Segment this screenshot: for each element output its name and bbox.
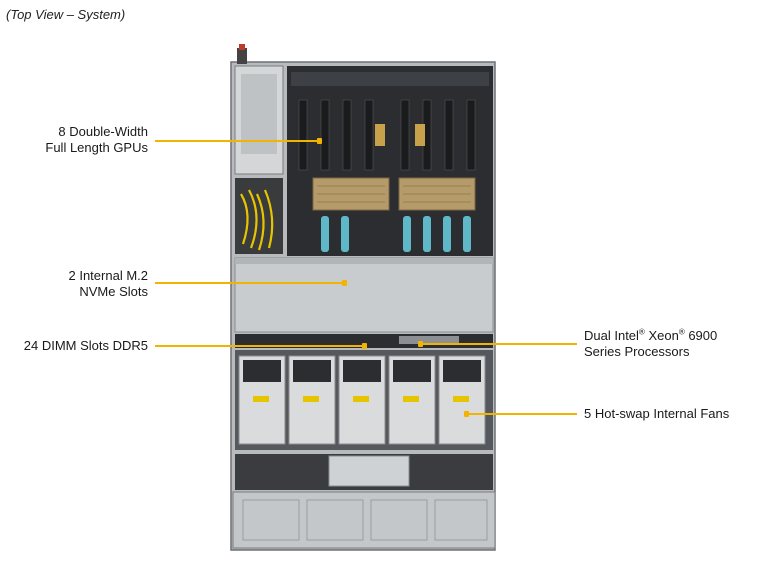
callout-m2-leader (155, 280, 347, 286)
callout-cpu-leader (418, 341, 577, 347)
registered-mark: ® (678, 327, 685, 337)
callout-m2-line1: 2 Internal M.2 (68, 268, 149, 283)
callout-fans-line1: 5 Hot-swap Internal Fans (584, 406, 730, 421)
callout-dimm-leader (155, 343, 367, 349)
callout-fans-leader (464, 411, 577, 417)
callout-fans-label: 5 Hot-swap Internal Fans (584, 406, 759, 422)
callout-m2-line2: NVMe Slots (79, 284, 148, 299)
callout-cpu-line1: Dual Intel® Xeon® 6900 (584, 328, 759, 344)
cpu-text-xeon: Xeon (644, 328, 679, 343)
server-chassis-top-view-image (230, 44, 496, 551)
callout-gpus-line2: Full Length GPUs (45, 140, 148, 155)
callout-gpus-line1: 8 Double-Width (58, 124, 148, 139)
callout-cpu-label: Dual Intel® Xeon® 6900 Series Processors (584, 328, 759, 360)
callout-dimm-line1: 24 DIMM Slots DDR5 (23, 338, 148, 353)
figure-caption: (Top View – System) (6, 7, 126, 22)
callout-cpu-line2: Series Processors (584, 344, 690, 359)
cpu-text-intel: Dual Intel (584, 328, 639, 343)
cpu-text-model: 6900 (684, 328, 718, 343)
callout-m2-label: 2 Internal M.2 NVMe Slots (30, 268, 149, 300)
callout-dimm-label: 24 DIMM Slots DDR5 (6, 338, 148, 354)
callout-gpus-label: 8 Double-Width Full Length GPUs (30, 124, 148, 156)
callout-gpus-leader (155, 138, 322, 144)
registered-mark: ® (638, 327, 645, 337)
